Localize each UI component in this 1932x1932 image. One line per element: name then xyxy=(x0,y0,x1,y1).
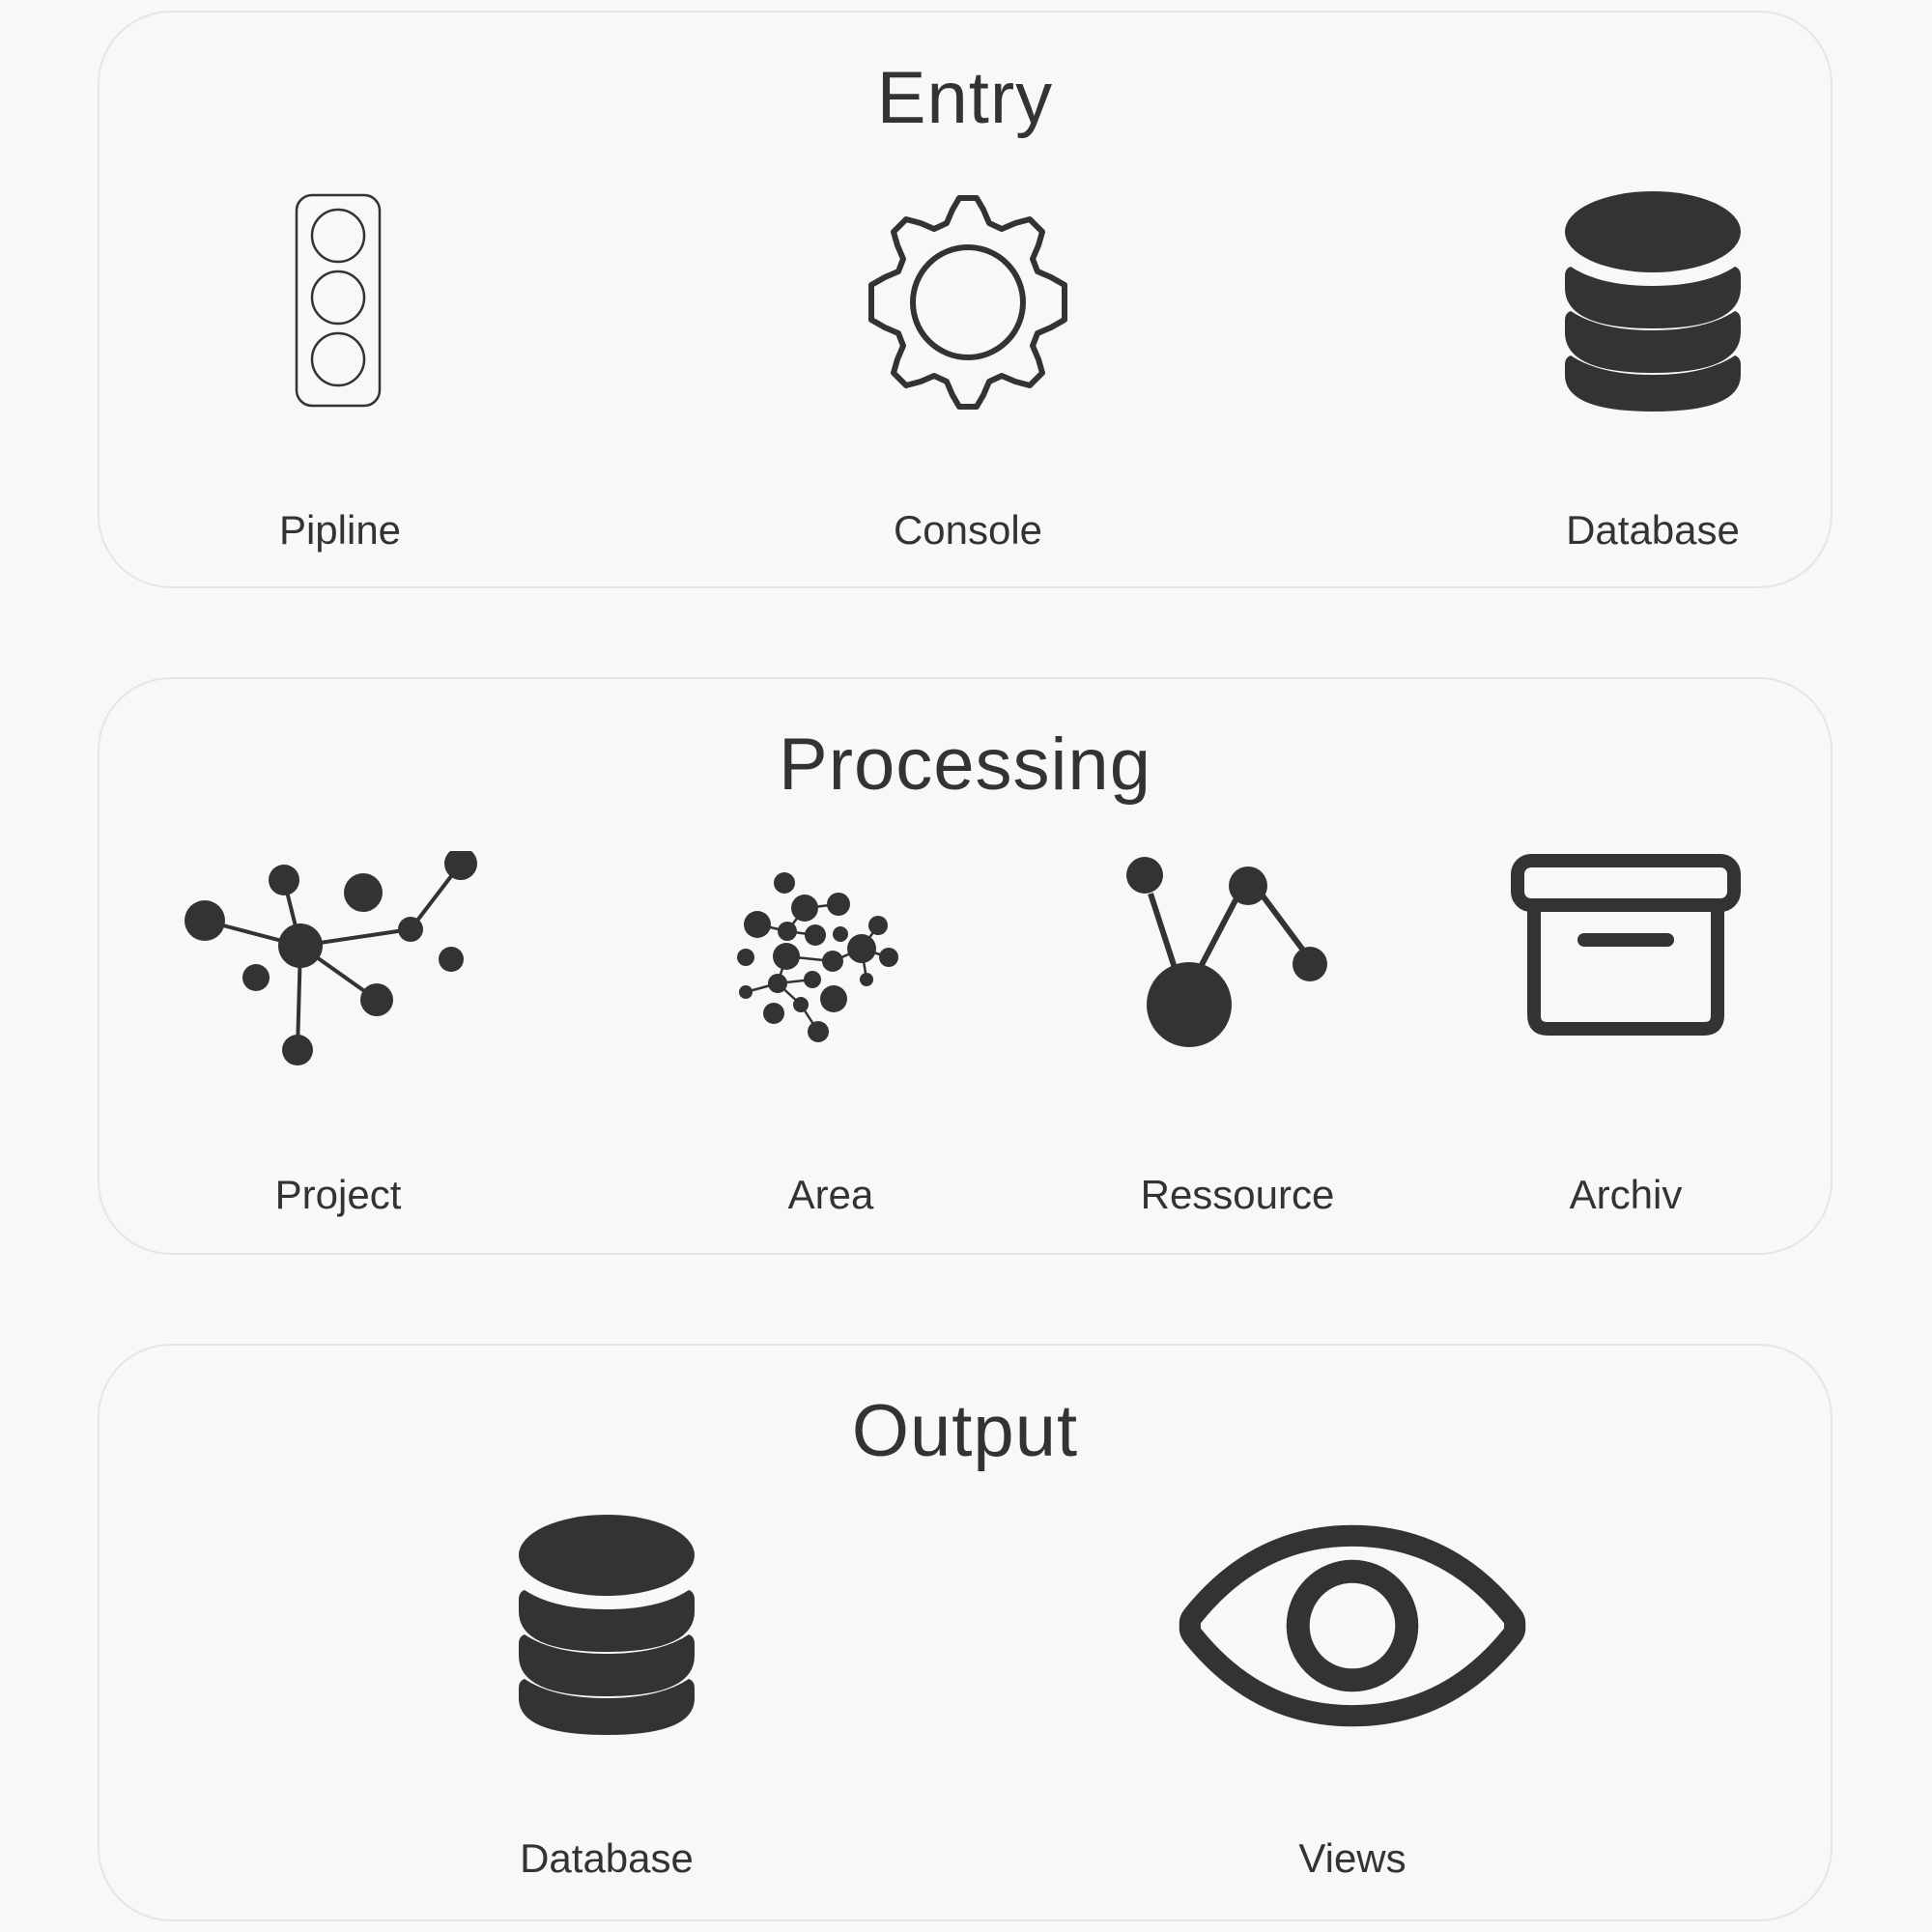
ressource-item[interactable]: Ressource xyxy=(1064,851,1411,1237)
console-item[interactable]: Console xyxy=(794,186,1142,573)
entry-title: Entry xyxy=(876,57,1054,139)
project-label: Project xyxy=(274,1172,402,1217)
archiv-label: Archiv xyxy=(1569,1172,1683,1217)
entry-panel: Entry Pipline Console xyxy=(98,11,1833,588)
views-item[interactable]: Views xyxy=(1179,1510,1526,1916)
area-label: Area xyxy=(787,1172,874,1217)
output-database-item[interactable]: Database xyxy=(433,1510,781,1916)
output-database-label: Database xyxy=(520,1835,694,1881)
ressource-label: Ressource xyxy=(1140,1172,1335,1217)
processing-title: Processing xyxy=(779,724,1151,806)
connected-nodes-icon xyxy=(1064,851,1411,1083)
entry-database-label: Database xyxy=(1566,507,1740,553)
output-panel: Output Database Views xyxy=(98,1344,1833,1921)
network-graph-icon xyxy=(164,851,512,1083)
pipline-label: Pipline xyxy=(278,507,402,553)
console-label: Console xyxy=(893,507,1043,553)
processing-panel: Processing xyxy=(98,677,1833,1255)
entry-database-item[interactable]: Database xyxy=(1479,186,1827,573)
database-icon xyxy=(1479,186,1827,418)
constellation-icon xyxy=(657,851,1005,1083)
archive-box-icon xyxy=(1452,851,1800,1083)
eye-icon xyxy=(1179,1510,1526,1742)
database-icon xyxy=(433,1510,781,1742)
gear-icon xyxy=(794,186,1142,418)
traffic-light-icon xyxy=(166,186,514,418)
project-item[interactable]: Project xyxy=(164,851,512,1237)
output-title: Output xyxy=(851,1390,1079,1472)
views-label: Views xyxy=(1298,1835,1406,1881)
archiv-item[interactable]: Archiv xyxy=(1452,851,1800,1237)
pipline-item[interactable]: Pipline xyxy=(166,186,514,573)
area-item[interactable]: Area xyxy=(657,851,1005,1237)
